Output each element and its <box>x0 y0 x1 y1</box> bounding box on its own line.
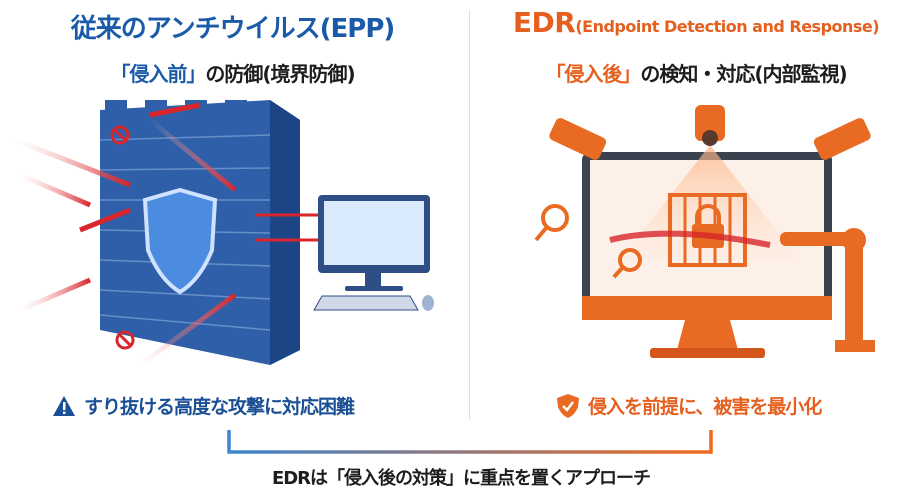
warning-icon <box>53 395 75 416</box>
epp-subtitle: 「侵入前」の防御(境界防御) <box>0 58 465 87</box>
epp-caption-text: すり抜ける高度な攻撃に対応困難 <box>84 396 355 418</box>
epp-subtitle-rest: の防御(境界防御) <box>205 62 355 86</box>
shield-icon <box>142 187 218 295</box>
computer-icon <box>313 195 434 311</box>
threat-arrow <box>609 230 771 248</box>
connecting-bracket <box>227 430 713 454</box>
epp-caption: すり抜ける高度な攻撃に対応困難 <box>52 392 355 419</box>
edr-title: EDR(Endpoint Detection and Response) <box>470 6 922 39</box>
edr-title-main: EDR <box>512 6 576 39</box>
robot-arm-icon <box>780 228 875 352</box>
edr-caption: 侵入を前提に、被害を最小化 <box>556 392 822 419</box>
edr-title-expansion: (Endpoint Detection and Response) <box>575 17 880 36</box>
edr-subtitle: 「侵入後」の検知・対応(内部監視) <box>470 58 922 87</box>
edr-monitoring-illustration <box>534 105 875 358</box>
edr-subtitle-highlight: 「侵入後」 <box>545 62 641 86</box>
security-camera-icon <box>549 105 871 160</box>
edr-subtitle-rest: の検知・対応(内部監視) <box>640 62 847 86</box>
epp-subtitle-highlight: 「侵入前」 <box>110 62 206 86</box>
firewall-illustration <box>10 100 434 368</box>
attack-arrows <box>10 102 380 368</box>
blocked-icon <box>110 125 135 350</box>
summary-text: EDRは「侵入後の対策」に重点を置くアプローチ <box>271 468 651 489</box>
panel-divider <box>469 10 470 420</box>
magnifier-icon <box>534 204 642 279</box>
epp-title: 従来のアンチウイルス(EPP) <box>70 14 396 44</box>
shield-check-icon <box>557 393 579 418</box>
edr-caption-text: 侵入を前提に、被害を最小化 <box>588 396 822 418</box>
